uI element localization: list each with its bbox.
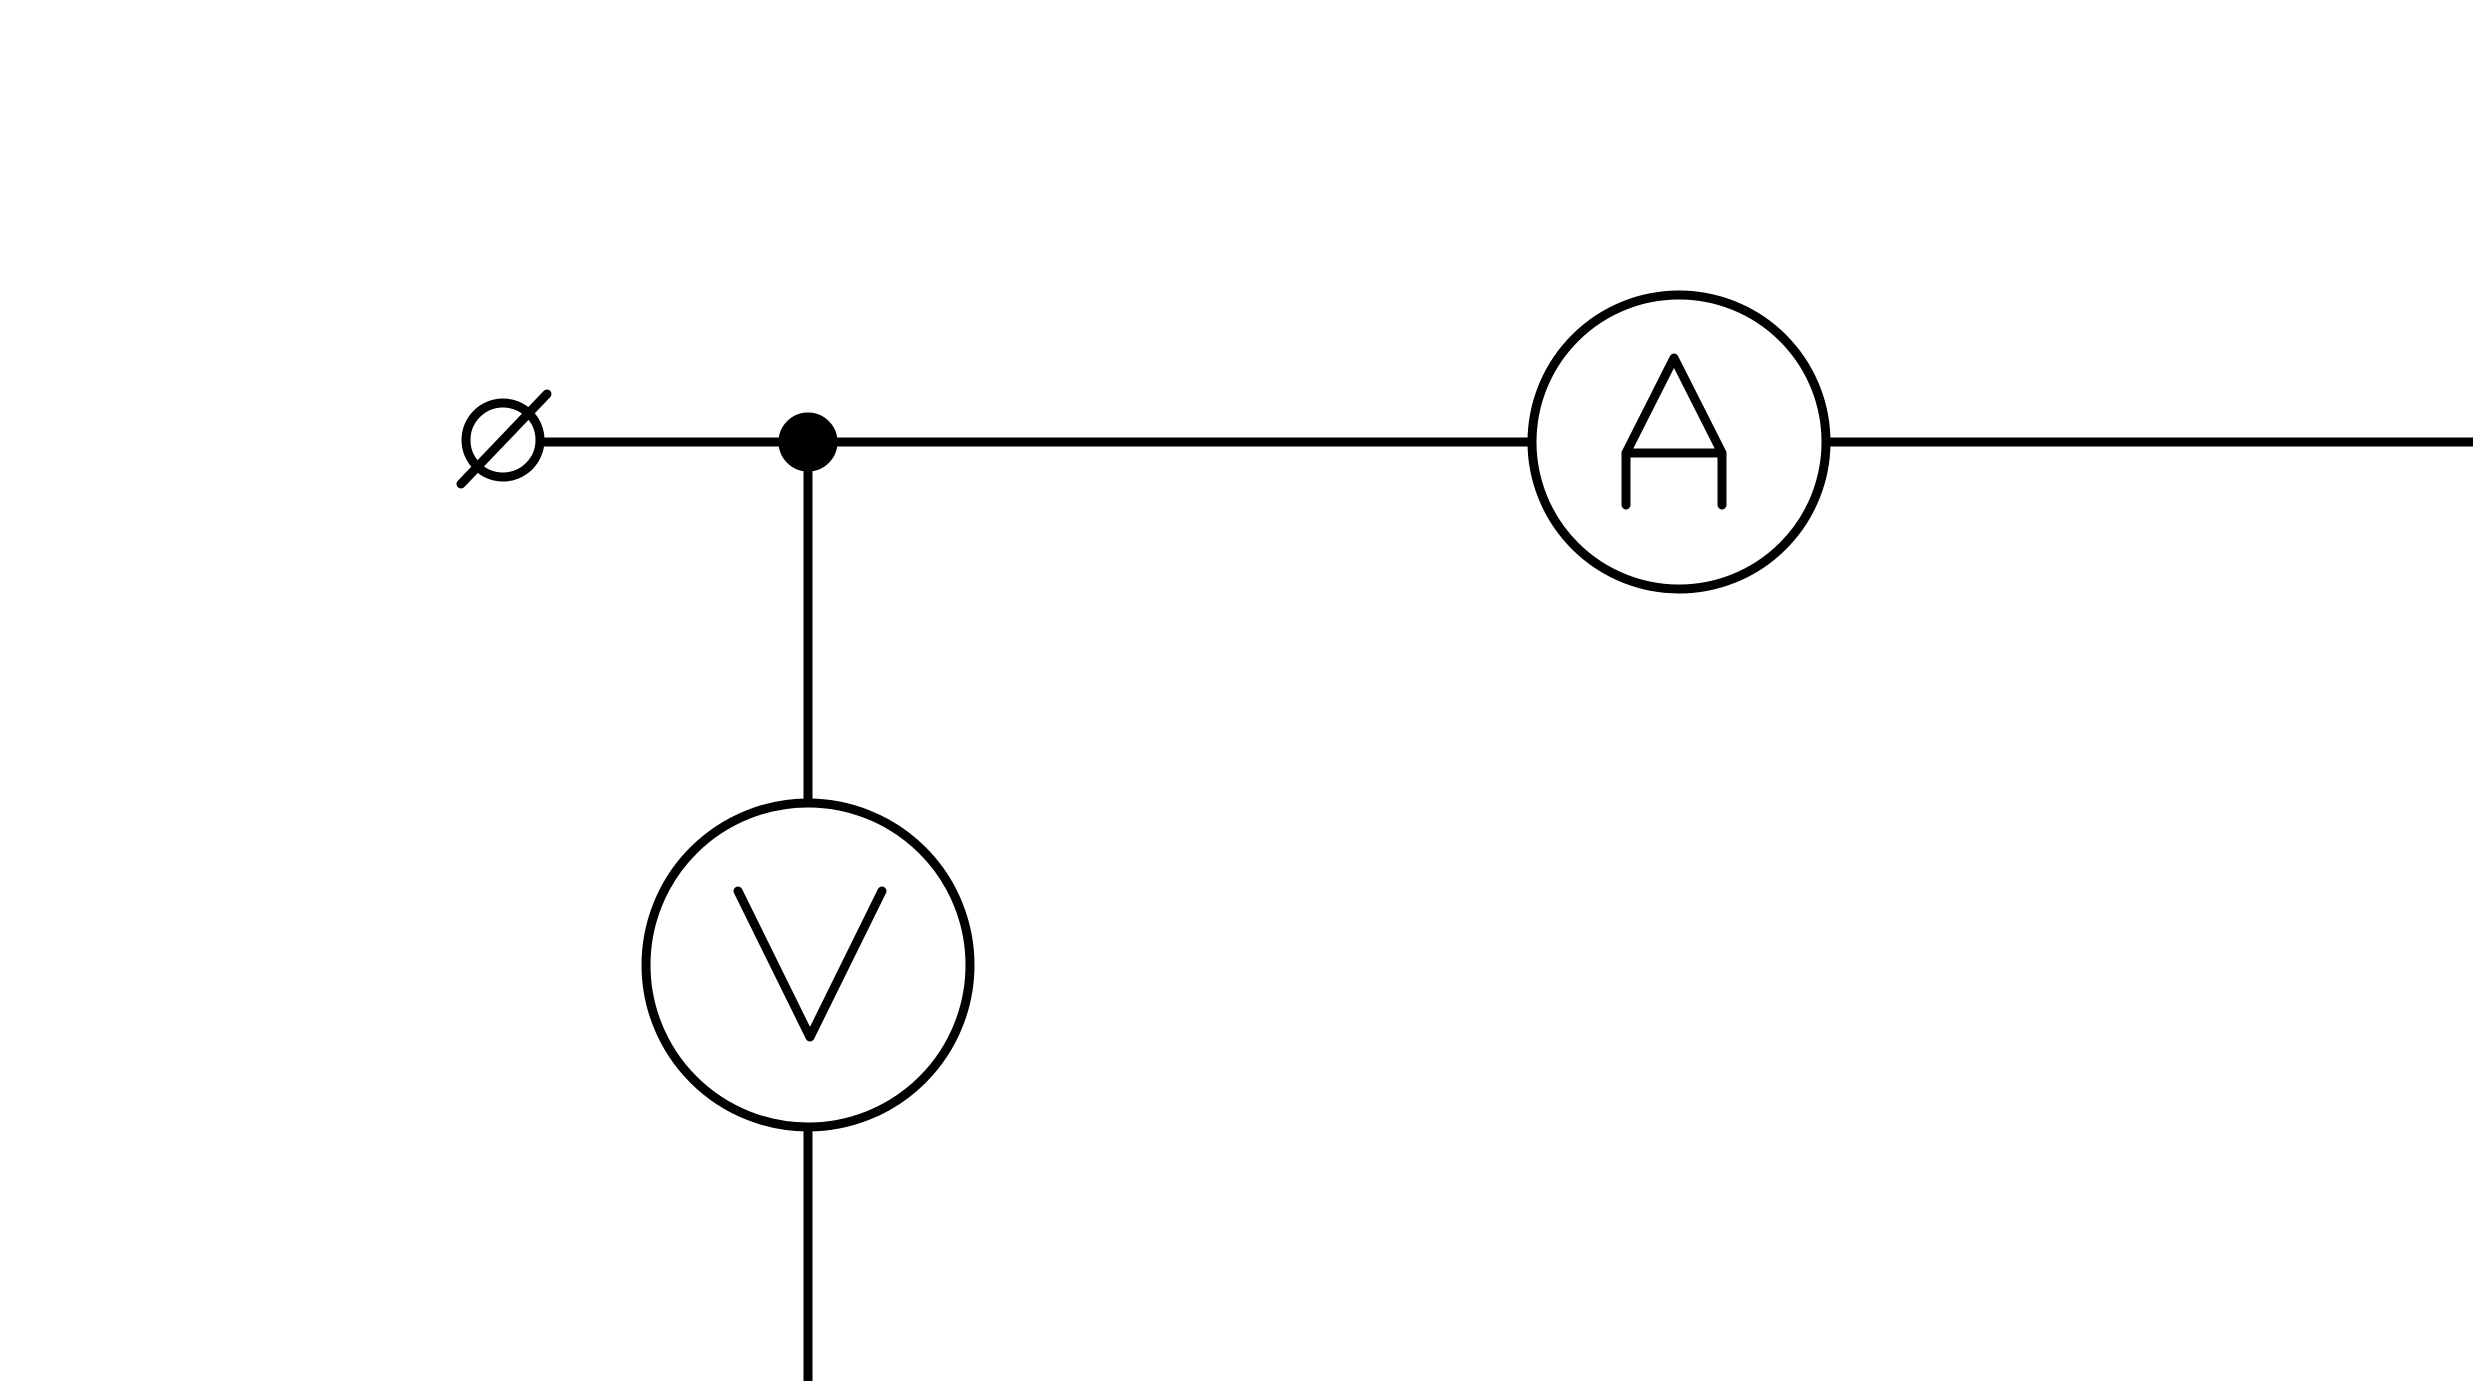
- terminal-connector: [456, 389, 552, 489]
- voltmeter-icon: [733, 886, 887, 1042]
- terminal-slash-icon: [456, 389, 552, 489]
- junction-node: [778, 412, 838, 472]
- voltmeter-ring: [641, 798, 975, 1132]
- ammeter: [1527, 290, 1831, 594]
- ammeter-ring: [1527, 290, 1831, 594]
- voltmeter: [641, 798, 975, 1132]
- ammeter-icon: [1621, 353, 1727, 510]
